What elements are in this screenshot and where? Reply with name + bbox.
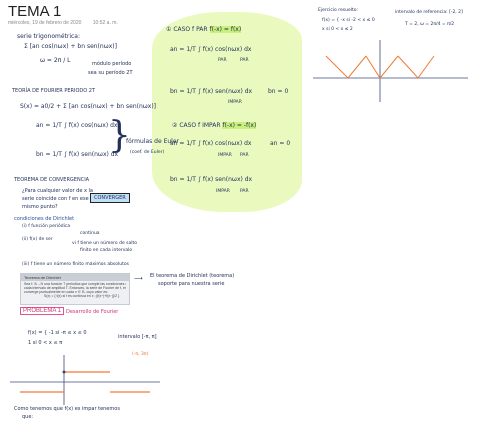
par-label-3: PAR	[240, 153, 249, 158]
an-formula: an = 1/T ∫ f(x) cos(nωx) dx	[36, 122, 118, 129]
arrow-right-icon: ⟶	[134, 275, 143, 282]
caso-impar-label: CASO f IMPAR	[179, 122, 221, 129]
fx-def-2: 1 si 0 < x ≤ π	[28, 340, 63, 346]
omega-note-2: sea su período 2T	[88, 70, 133, 76]
dirichlet-vi: vi f tiene un número de salto	[72, 241, 138, 246]
page-meta: miércoles, 19 de febrero de 2020 10:52 a…	[8, 20, 128, 26]
serie-trig-heading: serie trigonométrica:	[17, 33, 81, 40]
caso-impar-highlight: f(-x) = -f(x)	[222, 122, 257, 129]
triangle-wave-graph	[313, 40, 468, 102]
impar-label: IMPAR	[228, 100, 242, 105]
caso-impar-heading: ② CASO f IMPAR f(-x) = -f(x)	[172, 122, 257, 129]
caso-impar-num: ②	[172, 122, 178, 129]
card-line-3: converge puntualmente en cada x ∈ ℝ, cuy…	[24, 290, 109, 294]
par-label-1: PAR	[218, 58, 227, 63]
euler-sub: (coef. de Euler)	[130, 150, 165, 155]
ejercicio-heading: Ejercicio resuelto:	[318, 8, 359, 13]
sx-formula: S(x) = a0/2 + Σ [an cos(nωx) + bn sen(nω…	[20, 103, 157, 110]
par-label-2: PAR	[240, 58, 249, 63]
teorema-heading: TEOREMA DE CONVERGENCIA	[14, 177, 90, 183]
omega-note-1: módulo período	[92, 61, 132, 67]
page-date: miércoles, 19 de febrero de 2020	[8, 20, 82, 26]
caso-par-highlight: f(-x) = f(x)	[209, 26, 242, 33]
problema-text: Desarrollo de Fourier	[66, 309, 119, 315]
impar-label-3: PAR	[240, 189, 249, 194]
dirichlet-theorem-card: Teorema de Dirichlet Sea f: ℝ→ℝ una func…	[20, 273, 130, 305]
an-par-formula: an = 1/T ∫ f(x) cos(nωx) dx	[170, 46, 252, 53]
dirichlet-conclusion-2: soporte para nuestra serie	[158, 281, 225, 287]
dirichlet-conclusion-1: El teorema de Dirichlet (teorema)	[150, 273, 235, 279]
page-time: 10:52 a. m.	[92, 20, 118, 26]
serie-formula: Σ [an cos(nωx) + bn sen(nωx)]	[24, 43, 117, 50]
fx-def-1: f(x) = { -1 si -π ≤ x ≤ 0	[28, 330, 87, 336]
teorema-text-1: ¿Para cualquier valor de x la	[22, 188, 93, 194]
teoria-heading: TEORÍA DE FOURIER PERIODO 2T	[12, 88, 96, 94]
bn-impar-formula: bn = 1/T ∫ f(x) sen(nωx) dx	[170, 176, 253, 183]
caso-par-label: CASO f PAR	[173, 26, 208, 33]
intervalo-label: intervalo [-π, π]	[118, 334, 157, 340]
bn-par-formula: bn = 1/T ∫ f(x) sen(nωx) dx	[170, 88, 253, 95]
intervalo-ref: intervalo de referencia: [-2, 2]	[395, 10, 463, 15]
bn-zero: bn = 0	[268, 88, 289, 95]
t-omega: T = 2, ω = 2π/4 = π/2	[405, 22, 455, 27]
bn-formula: bn = 1/T ∫ f(x) sen(nωx) dx	[36, 151, 119, 158]
problema-label: PROBLEMA 1	[20, 307, 65, 315]
teorema-text-2: serie coincide con f en ese	[22, 196, 89, 202]
right-fx-2: x si 0 < x ≤ 2	[322, 27, 353, 32]
step-function-graph	[10, 355, 160, 405]
bottom-note-2: que:	[22, 414, 34, 420]
teorema-text-3: mismo punto?	[22, 204, 58, 210]
card-line-1: Sea f: ℝ→ℝ una función T periódica que c…	[24, 282, 126, 286]
right-fx-1: f(x) = { -x si -2 < x ≤ 0	[322, 18, 375, 23]
converger-badge: CONVERGER	[90, 193, 130, 203]
an-zero: an = 0	[270, 140, 291, 147]
axis-red-label: (-π, 3π)	[132, 352, 149, 357]
dirichlet-continua: continua	[80, 231, 100, 236]
brace: }	[108, 115, 131, 156]
dirichlet-vi-2: finito en cada intervalo	[80, 248, 133, 253]
card-body: Sea f: ℝ→ℝ una función T periódica que c…	[21, 281, 129, 299]
card-title: Teorema de Dirichlet	[21, 274, 129, 281]
card-formula: S(x) = { f(x) si f es continua en x ; [f…	[44, 294, 120, 298]
omega-formula: ω = 2π / L	[40, 57, 71, 64]
page-title: TEMA 1	[8, 3, 62, 20]
euler-label: fórmulas de Euler	[126, 138, 179, 145]
an-impar-formula: an = 1/T ∫ f(x) cos(nωx) dx	[170, 140, 252, 147]
caso-par-num: ①	[166, 26, 172, 33]
card-line-2: cada intervalo de amplitud T. Entonces, …	[24, 286, 126, 290]
bottom-note-1: Como tenemos que f(x) es impar tenemos	[14, 406, 120, 412]
dirichlet-i: (i) f función periódica	[22, 224, 71, 229]
green-highlight-region	[152, 12, 302, 212]
dirichlet-ii: (ii) f(x) de ser	[22, 237, 53, 242]
impar-label-2: IMPAR	[216, 189, 230, 194]
impar-label-1: IMPAR	[218, 153, 232, 158]
dirichlet-iii: (iii) f tiene un número finito máximos a…	[22, 262, 129, 267]
caso-par-heading: ① CASO f PAR f(-x) = f(x)	[166, 26, 242, 33]
dirichlet-heading: condiciones de Dirichlet	[14, 216, 75, 222]
